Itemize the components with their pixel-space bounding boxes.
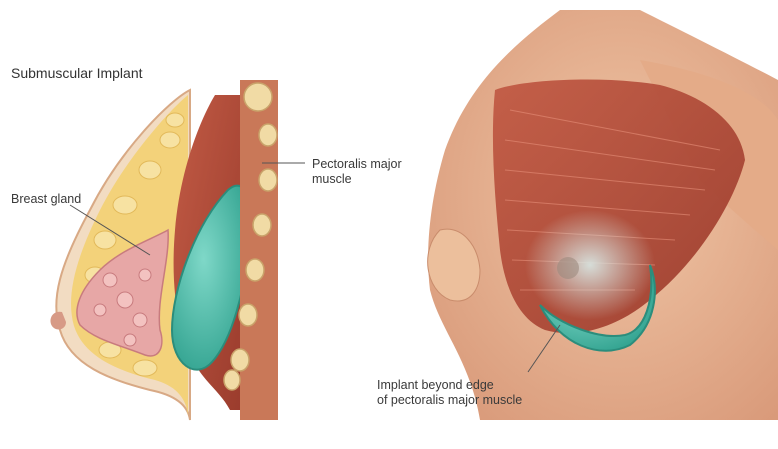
areola xyxy=(557,257,579,279)
label-breast-gland: Breast gland xyxy=(11,192,81,207)
label-pectoralis-line1: Pectoralis major xyxy=(312,157,402,172)
implant-glow xyxy=(525,210,655,320)
frontal-view xyxy=(428,10,778,420)
label-implant-line1: Implant beyond edge xyxy=(377,378,522,393)
label-pectoralis-line2: muscle xyxy=(312,172,402,187)
label-pectoralis-major: Pectoralis major muscle xyxy=(312,157,402,187)
label-implant-edge: Implant beyond edge of pectoralis major … xyxy=(377,378,522,408)
cross-section xyxy=(50,80,305,420)
label-implant-line2: of pectoralis major muscle xyxy=(377,393,522,408)
diagram-title: Submuscular Implant xyxy=(11,66,143,81)
